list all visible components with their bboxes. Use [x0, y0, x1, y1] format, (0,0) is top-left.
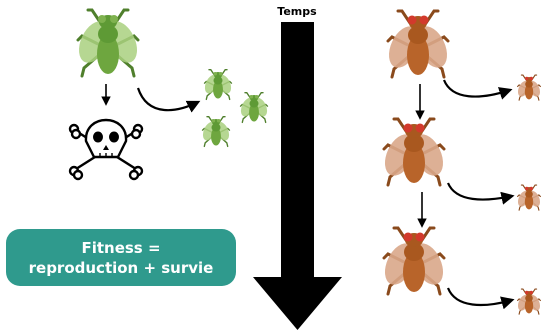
- reproduction-arrow: [448, 183, 512, 200]
- offspring-fly-icon: [516, 289, 542, 314]
- reproduction-arrow: [138, 88, 198, 110]
- offspring-fly-icon: [200, 117, 232, 147]
- offspring-fly-icon: [516, 185, 542, 210]
- reproduction-arrow: [448, 288, 512, 305]
- offspring-fly-icon: [516, 75, 542, 100]
- orange-fly-icon: [379, 228, 449, 294]
- orange-fly-icon: [383, 11, 453, 77]
- skull-crossbones-icon: [70, 120, 142, 179]
- reproduction-arrow: [444, 80, 510, 97]
- green-parent-fly-icon: [73, 10, 143, 76]
- offspring-fly-icon: [238, 93, 270, 123]
- fitness-formula: reproduction + survie: [29, 258, 214, 278]
- fitness-definition-box: Fitness = reproduction + survie: [6, 229, 236, 286]
- orange-fly-icon: [379, 119, 449, 185]
- time-label: Temps: [277, 5, 317, 18]
- offspring-fly-icon: [202, 70, 234, 100]
- time-arrow: [253, 22, 342, 330]
- fitness-title: Fitness =: [81, 238, 160, 258]
